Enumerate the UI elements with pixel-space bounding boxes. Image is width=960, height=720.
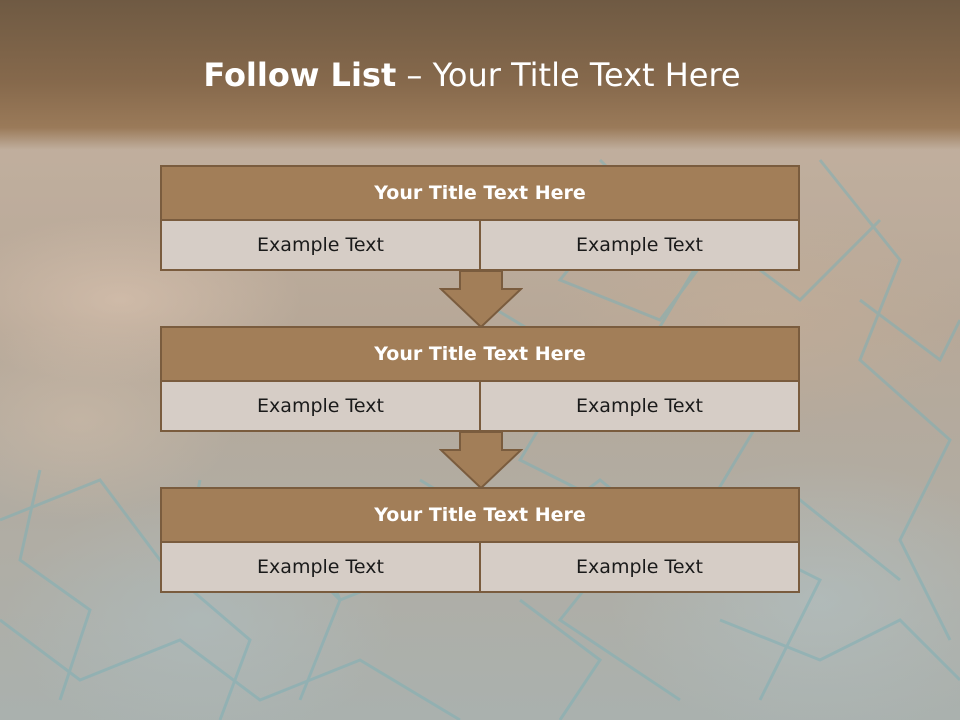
step-left-text: Example Text bbox=[160, 382, 481, 432]
step-title: Your Title Text Here bbox=[160, 326, 800, 382]
step-left-text: Example Text bbox=[160, 221, 481, 271]
down-arrow-icon bbox=[439, 432, 523, 490]
step-block-3: Your Title Text Here Example Text Exampl… bbox=[160, 487, 800, 593]
title-bar bbox=[0, 0, 960, 150]
slide-title-rest: – Your Title Text Here bbox=[396, 56, 741, 94]
step-left-text: Example Text bbox=[160, 543, 481, 593]
step-title: Your Title Text Here bbox=[160, 165, 800, 221]
slide-title-bold: Follow List bbox=[203, 56, 397, 94]
step-title: Your Title Text Here bbox=[160, 487, 800, 543]
step-right-text: Example Text bbox=[481, 221, 800, 271]
down-arrow-icon bbox=[439, 271, 523, 329]
step-right-text: Example Text bbox=[481, 382, 800, 432]
step-block-2: Your Title Text Here Example Text Exampl… bbox=[160, 326, 800, 432]
slide-title: Follow List – Your Title Text Here bbox=[0, 56, 944, 94]
step-block-1: Your Title Text Here Example Text Exampl… bbox=[160, 165, 800, 271]
step-right-text: Example Text bbox=[481, 543, 800, 593]
